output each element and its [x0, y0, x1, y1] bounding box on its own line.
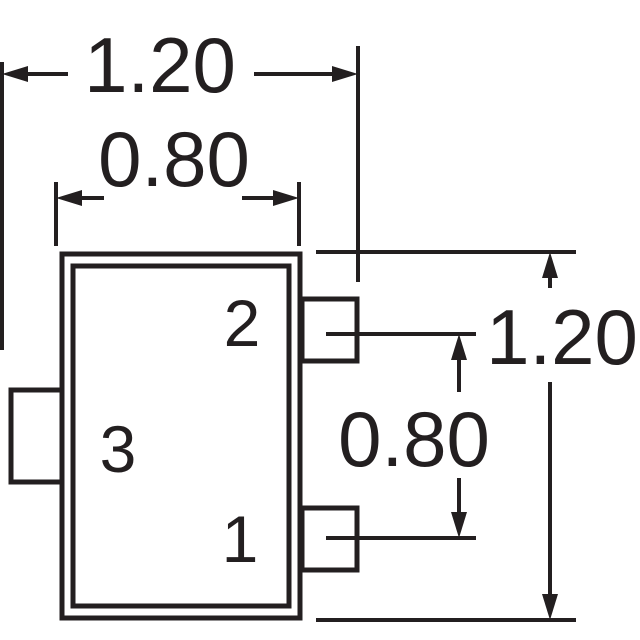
arrowhead-right [332, 66, 358, 82]
lead-pin-2 [299, 296, 360, 364]
arrowhead-height-top [542, 252, 558, 278]
overall-width-label: 1.20 [84, 21, 236, 109]
pin-1-label: 1 [222, 502, 259, 576]
arrowhead-pitch-bottom [451, 512, 467, 538]
arrowhead-body-left [56, 190, 82, 206]
dimension-overall-width: 1.20 [0, 21, 360, 350]
pin-3-label: 3 [100, 412, 137, 486]
package-body-inner [70, 263, 292, 609]
dimension-overall-height: 1.20 [316, 250, 638, 622]
arrowhead-pitch-top [451, 334, 467, 360]
body-width-label: 0.80 [98, 115, 250, 203]
pin-pitch-label: 0.80 [338, 395, 490, 483]
dimension-pin-pitch: 0.80 [326, 332, 490, 540]
arrowhead-left [2, 66, 28, 82]
arrowhead-height-bottom [542, 594, 558, 620]
lead-pin-3 [8, 387, 65, 485]
package-body-outer [59, 251, 303, 621]
arrowhead-body-right [273, 190, 299, 206]
overall-height-label: 1.20 [486, 293, 638, 381]
dimension-body-width: 0.80 [54, 115, 301, 246]
package-body [59, 251, 303, 621]
pin-2-label: 2 [224, 286, 261, 360]
